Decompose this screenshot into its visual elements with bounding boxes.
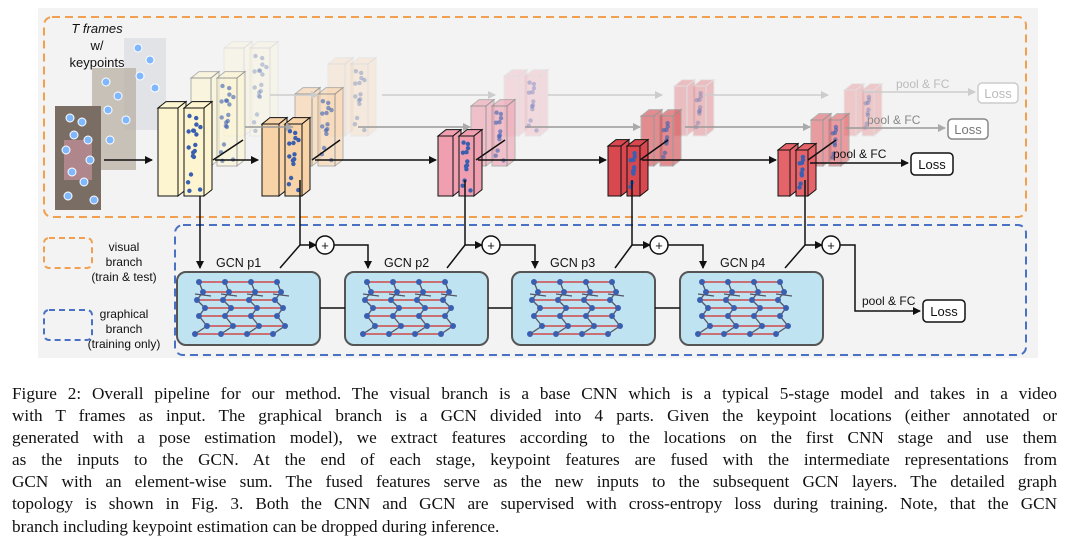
input-label-line3: keypoints (70, 55, 125, 70)
caption-line: Figure 2: Overall pipeline for our metho… (12, 384, 1057, 403)
input-label-line1: T frames (71, 21, 123, 36)
caption-line: branch including keypoint estimation can… (12, 516, 500, 536)
fusion-connections (196, 180, 921, 315)
sum-symbol-4: + (827, 238, 835, 253)
pipeline-diagram: T frames w/ keypoints pool & FC Lo (38, 8, 1038, 358)
sum-symbol-2: + (487, 238, 495, 253)
pool-fc-label-top: pool & FC (896, 77, 950, 91)
loss-label-gcn: Loss (930, 304, 958, 319)
graphical-branch-border (174, 224, 1027, 356)
input-frames (55, 38, 166, 210)
cnn-stage-3 (436, 68, 550, 198)
gcn-block-p4 (679, 271, 824, 346)
cnn-stage-5 (776, 82, 884, 198)
figure-caption: Figure 2: Overall pipeline for our metho… (12, 383, 1057, 538)
legend-graphical-line2: branch (106, 322, 143, 336)
cnn-stages (156, 40, 884, 198)
cnn-connections (212, 88, 976, 167)
gcn-blocks (176, 271, 824, 346)
loss-label-top: Loss (984, 86, 1012, 101)
loss-box-mid: Loss (947, 118, 989, 140)
sum-node-1: + (315, 235, 335, 255)
gcn-label-p1: GCN p1 (216, 256, 261, 270)
input-label-line2: w/ (90, 38, 104, 53)
sum-node-2: + (481, 235, 501, 255)
loss-label-mid: Loss (954, 122, 982, 137)
cnn-stage-2 (260, 56, 378, 198)
loss-box-gcn: Loss (922, 299, 966, 323)
caption-line: topology is shown in Fig. 3. Both the CN… (12, 494, 1057, 514)
cnn-stage-1 (156, 40, 280, 198)
legend-graphical-line3: (training only) (88, 337, 161, 351)
gcn-label-p2: GCN p2 (384, 256, 429, 270)
gcn-block-p3 (511, 271, 656, 346)
pool-fc-label-mid: pool & FC (867, 113, 921, 127)
visual-branch-border (43, 16, 1027, 218)
gcn-block-p2 (344, 271, 489, 346)
legend-graphical-line1: graphical (100, 307, 149, 321)
caption-line: with T frames as input. The graphical br… (12, 406, 1057, 426)
gcn-label-p4: GCN p4 (720, 256, 765, 270)
legend-graphical: graphical branch (training only) (43, 307, 161, 351)
legend-visual-line3: (train & test) (91, 270, 156, 284)
legend-graphical-swatch (43, 309, 93, 341)
legend-visual-swatch (43, 237, 93, 269)
legend-visual: visual branch (train & test) (43, 237, 157, 284)
sum-node-4: + (821, 235, 841, 255)
sum-node-3: + (649, 235, 669, 255)
caption-line: GCN with an element-wise sum. The fused … (12, 472, 1057, 492)
legend-visual-line1: visual (109, 240, 140, 254)
gcn-block-p1 (176, 271, 321, 346)
gcn-label-p3: GCN p3 (550, 256, 595, 270)
pool-fc-label-gcn: pool & FC (862, 294, 916, 308)
pool-fc-label-front: pool & FC (833, 147, 887, 161)
loss-box-top: Loss (977, 82, 1019, 104)
caption-line: generated with a pose estimation model),… (12, 428, 1057, 448)
caption-line: as the inputs to the GCN. At the end of … (12, 450, 1057, 470)
loss-box-front: Loss (910, 152, 954, 176)
sum-symbol-3: + (655, 238, 663, 253)
sum-symbol-1: + (321, 238, 329, 253)
legend-visual-line2: branch (106, 255, 143, 269)
loss-label-front: Loss (918, 157, 946, 172)
cnn-stage-4 (606, 78, 716, 198)
